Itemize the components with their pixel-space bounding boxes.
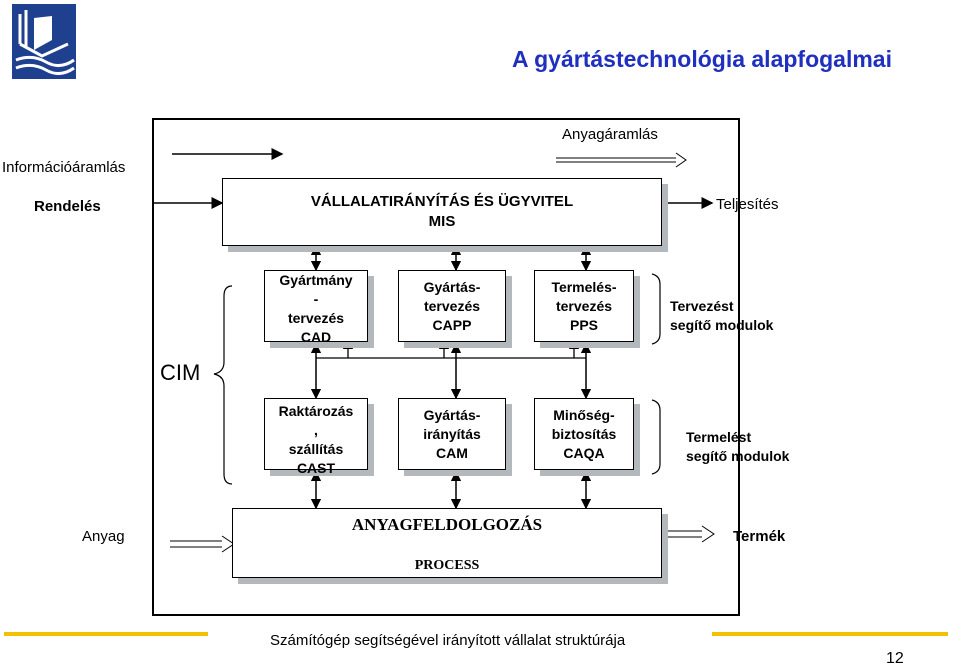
planning-modules-line2: segítő modulok [670, 317, 774, 333]
process-box: ANYAGFELDOLGOZÁS PROCESS [232, 508, 662, 578]
capp-line2: tervezés [423, 297, 481, 314]
production-modules-line1: Termelést [686, 429, 752, 445]
footer-caption: Számítógép segítségével irányított válla… [270, 632, 626, 649]
cad-line3: tervezés [287, 310, 345, 326]
cad-line2: - [313, 291, 319, 307]
product-label: Termék [733, 528, 786, 545]
caqa-line2: biztosítás [551, 425, 617, 442]
pps-line3: PPS [569, 316, 598, 333]
pps-line2: tervezés [555, 297, 613, 314]
capp-box: Gyártás- tervezés CAPP [398, 270, 506, 342]
page-number: 12 [886, 650, 904, 667]
cam-line3: CAM [436, 444, 468, 461]
material-label: Anyag [82, 528, 125, 545]
mis-line2: MIS [428, 213, 456, 230]
cast-box: Raktározás , szállítás CAST [264, 398, 368, 476]
production-modules-label: Termelést segítő modulok [686, 428, 789, 466]
cast-line3: szállítás [288, 441, 344, 457]
info-flow-label: Információáramlás [2, 159, 126, 176]
footer-line-left [4, 632, 208, 636]
capp-line1: Gyártás- [423, 278, 481, 295]
cad-line1: Gyártmány [279, 272, 353, 288]
capp-line3: CAPP [432, 316, 472, 333]
material-flow-arrow [556, 152, 687, 168]
fulfillment-label: Teljesítés [716, 196, 779, 213]
cam-line2: irányítás [423, 425, 481, 442]
planning-modules-line1: Tervezést [670, 298, 734, 314]
cim-brace [213, 285, 233, 485]
caqa-line1: Minőség- [553, 406, 615, 423]
pps-box: Termelés- tervezés PPS [534, 270, 634, 342]
cim-label: CIM [160, 360, 201, 385]
cam-box: Gyártás- irányítás CAM [398, 398, 506, 470]
cad-line4: CAD [300, 329, 332, 345]
product-out-arrow [664, 525, 715, 543]
order-label: Rendelés [34, 198, 101, 215]
production-modules-line2: segítő modulok [686, 448, 790, 464]
mis-box: VÁLLALATIRÁNYÍTÁS ÉS ÜGYVITEL MIS [222, 178, 662, 246]
process-line1: ANYAGFELDOLGOZÁS [351, 515, 543, 534]
slide-title: A gyártástechnológia alapfogalmai [511, 46, 892, 72]
cast-line2: , [314, 422, 318, 438]
cad-box: Gyártmány - tervezés CAD [264, 270, 368, 345]
material-in-arrow [170, 535, 235, 553]
cim-frame [152, 118, 740, 616]
material-flow-label: Anyagáramlás [562, 126, 658, 143]
planning-bracket [651, 273, 661, 345]
cam-line1: Gyártás- [423, 406, 481, 423]
pps-line1: Termelés- [551, 278, 617, 295]
caqa-box: Minőség- biztosítás CAQA [534, 398, 634, 470]
footer-line-right [712, 632, 948, 636]
caqa-line3: CAQA [563, 444, 605, 461]
cast-line1: Raktározás [278, 403, 354, 419]
process-line2: PROCESS [414, 558, 480, 573]
planning-modules-label: Tervezést segítő modulok [670, 297, 773, 335]
university-logo [12, 4, 76, 79]
mis-line1: VÁLLALATIRÁNYÍTÁS ÉS ÜGYVITEL [310, 193, 574, 210]
cast-line4: CAST [296, 460, 336, 476]
production-bracket [651, 399, 661, 475]
